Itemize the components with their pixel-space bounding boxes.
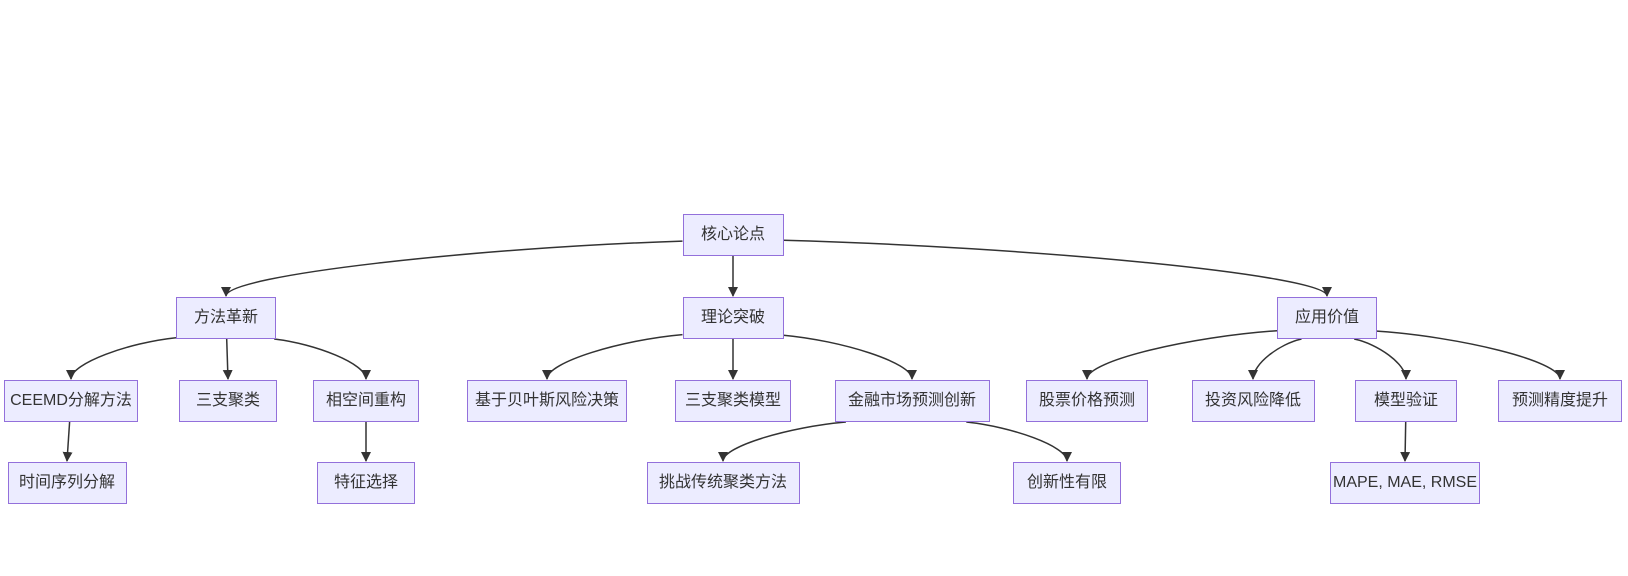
- node-label: 特征选择: [333, 474, 398, 492]
- node-investment-risk-reduction: 投资风险降低: [1191, 380, 1315, 422]
- edge-application-precision: [1376, 330, 1565, 380]
- node-label: 相空间重构: [325, 392, 406, 410]
- edge-core-method: [221, 240, 683, 297]
- node-label: 应用价值: [1294, 309, 1359, 327]
- node-label: 基于贝叶斯风险决策: [474, 392, 619, 410]
- node-model-validation: 模型验证: [1355, 380, 1457, 422]
- edge-model-valid-metrics: [1400, 421, 1411, 462]
- node-forecast-accuracy-improvement: 预测精度提升: [1498, 380, 1622, 422]
- node-three-way-clustering-model: 三支聚类模型: [675, 380, 791, 422]
- edge-finance-innovation-limited-novelty: [966, 421, 1072, 462]
- node-label: CEEMD分解方法: [10, 392, 132, 410]
- node-bayesian-risk-decision: 基于贝叶斯风险决策: [467, 380, 627, 422]
- edge-application-stock-pred: [1082, 329, 1278, 380]
- node-challenge-traditional-clustering: 挑战传统聚类方法: [646, 462, 800, 504]
- node-label: 预测精度提升: [1511, 392, 1608, 410]
- edge-theory-finance-innovation: [783, 334, 917, 380]
- node-label: 理论突破: [700, 309, 765, 327]
- node-label: 方法革新: [193, 309, 258, 327]
- node-method-innovation: 方法革新: [176, 297, 276, 339]
- node-stock-price-prediction: 股票价格预测: [1026, 380, 1148, 422]
- node-ceemd-decomposition: CEEMD分解方法: [4, 380, 138, 422]
- edge-core-application: [783, 239, 1332, 297]
- node-phase-space-reconstruction: 相空间重构: [313, 380, 419, 422]
- node-theory-breakthrough: 理论突破: [682, 297, 784, 339]
- edge-method-three-way: [222, 338, 233, 380]
- node-application-value: 应用价值: [1277, 297, 1377, 339]
- node-label: MAPE, MAE, RMSE: [1332, 474, 1478, 492]
- node-label: 挑战传统聚类方法: [658, 474, 787, 492]
- node-label: 投资风险降低: [1204, 392, 1301, 410]
- node-label: 核心论点: [700, 226, 765, 244]
- node-label: 股票价格预测: [1038, 392, 1135, 410]
- node-label: 三支聚类模型: [684, 392, 781, 410]
- node-core-thesis: 核心论点: [682, 214, 784, 256]
- edge-application-risk-reduce: [1248, 338, 1302, 380]
- node-label: 金融市场预测创新: [847, 392, 976, 410]
- node-label: 三支聚类: [195, 392, 260, 410]
- edge-method-ceemd: [66, 336, 177, 380]
- node-label: 创新性有限: [1026, 474, 1107, 492]
- node-three-way-clustering: 三支聚类: [179, 380, 277, 422]
- node-label: 时间序列分解: [18, 474, 115, 492]
- node-limited-novelty: 创新性有限: [1013, 462, 1121, 504]
- node-time-series-decomposition: 时间序列分解: [7, 462, 127, 504]
- node-evaluation-metrics: MAPE, MAE, RMSE: [1330, 462, 1480, 504]
- node-financial-market-forecast-innovation: 金融市场预测创新: [834, 380, 990, 422]
- edge-method-phase-space: [274, 338, 371, 380]
- edge-finance-innovation-challenge: [718, 421, 846, 462]
- edge-theory-bayes: [542, 333, 683, 380]
- node-feature-selection: 特征选择: [317, 462, 415, 504]
- edge-ceemd-ts-decomp: [62, 421, 73, 462]
- edge-application-model-valid: [1354, 338, 1411, 380]
- node-label: 模型验证: [1373, 392, 1438, 410]
